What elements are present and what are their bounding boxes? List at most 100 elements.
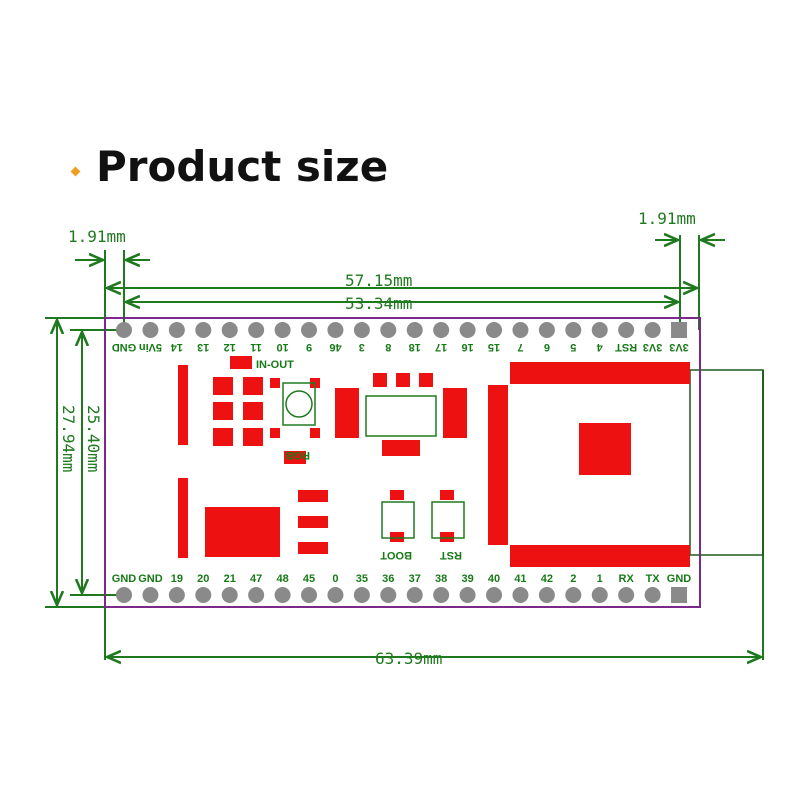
- top-pin-label: 5: [570, 341, 576, 353]
- bottom-pin-pad: [327, 587, 344, 603]
- top-pin-pad: [274, 322, 291, 338]
- top-pin-pad: [512, 322, 529, 338]
- bottom-pin-label: 35: [356, 573, 368, 585]
- rst-button: [431, 501, 465, 539]
- bottom-pin-label: GND: [667, 573, 692, 585]
- bottom-pin-label: 19: [171, 573, 183, 585]
- bottom-pin-label: 39: [461, 573, 473, 585]
- top-pin-pad: [301, 322, 318, 338]
- top-pin-pad: [618, 322, 635, 338]
- bottom-pin-pad: [142, 587, 159, 603]
- top-pin-pad: [644, 322, 661, 338]
- bottom-pin-pad: [195, 587, 212, 603]
- top-pin-pad: [459, 322, 476, 338]
- dim-total-length: 63.39mm: [375, 649, 442, 668]
- top-pin-pad: [195, 322, 212, 338]
- top-pin-pad: [538, 322, 555, 338]
- bottom-pin-label: RX: [619, 573, 635, 585]
- bottom-pin-label: 0: [332, 573, 338, 585]
- top-pin-pad: [406, 322, 423, 338]
- bottom-pin-pad: [512, 587, 529, 603]
- bottom-pin-pad: [538, 587, 555, 603]
- bottom-pin-pad: [116, 587, 132, 603]
- bottom-pin-label: 1: [597, 573, 603, 585]
- dim-board-width: 27.94mm: [59, 405, 78, 472]
- bottom-pin-label: 45: [303, 573, 315, 585]
- in-out-label: IN-OUT: [256, 359, 294, 371]
- dim-pin-span: 57.15mm: [345, 271, 412, 290]
- bottom-pin-pad: [301, 587, 318, 603]
- bottom-pin-pad: [353, 587, 370, 603]
- crystal-outline: [365, 395, 437, 437]
- dim-right-margin: 1.91mm: [638, 209, 696, 228]
- bottom-pin-label: GND: [112, 573, 137, 585]
- top-pin-label: 11: [250, 341, 262, 353]
- bottom-pin-pad: [168, 587, 185, 603]
- bottom-pin-pad: [591, 587, 608, 603]
- bottom-pin-label: 21: [224, 573, 236, 585]
- top-pin-pad: [565, 322, 582, 338]
- top-pin-label: 4: [596, 341, 603, 353]
- top-pin-label: 6: [544, 341, 550, 353]
- top-pin-label: 15: [488, 341, 500, 353]
- bottom-pin-pad: [274, 587, 291, 603]
- bottom-pin-pad: [486, 587, 503, 603]
- top-pin-label: 10: [276, 341, 288, 353]
- bottom-pin-label: 42: [541, 573, 553, 585]
- bottom-pin-pad: [671, 587, 688, 603]
- top-pin-pad: [168, 322, 185, 338]
- top-pin-label: 7: [517, 341, 523, 353]
- bottom-pin-pad: [644, 587, 661, 603]
- bottom-pin-label: 41: [514, 573, 526, 585]
- boot-label: BOOT: [380, 549, 412, 561]
- boot-button: [381, 501, 415, 539]
- dim-inner-span: 53.34mm: [345, 294, 412, 313]
- top-pin-label: 5Vin: [139, 341, 162, 353]
- bottom-pin-pad: [565, 587, 582, 603]
- dimension-lines: [45, 235, 764, 660]
- top-pin-label: 13: [197, 341, 209, 353]
- top-pin-pad: [221, 322, 238, 338]
- top-pin-label: 14: [170, 341, 183, 353]
- top-pin-label: 12: [224, 341, 236, 353]
- bottom-pin-label: 48: [276, 573, 288, 585]
- top-pin-label: 3V3: [643, 341, 663, 353]
- module-antenna-outline: [689, 369, 764, 556]
- top-pin-pad: [353, 322, 370, 338]
- top-pin-label: 9: [306, 341, 312, 353]
- page-title: Product size: [96, 142, 389, 191]
- top-pin-pad: [671, 322, 688, 338]
- bottom-pin-pad: [433, 587, 450, 603]
- top-pin-label: GND: [112, 341, 137, 353]
- dim-row-spacing: 25.40mm: [84, 405, 103, 472]
- bottom-pin-label: TX: [646, 573, 661, 585]
- bottom-pin-pad: [459, 587, 476, 603]
- top-pin-label: RST: [615, 341, 637, 353]
- bottom-pin-pad: [380, 587, 397, 603]
- bottom-pin-label: 47: [250, 573, 262, 585]
- top-pin-pad: [142, 322, 159, 338]
- top-pin-label: 16: [461, 341, 473, 353]
- top-pin-pad: [327, 322, 344, 338]
- rgb-label: RGB: [286, 449, 311, 461]
- top-pin-pad: [380, 322, 397, 338]
- top-pin-pad: [116, 322, 132, 338]
- bottom-pin-pad: [618, 587, 635, 603]
- top-pin-pad: [486, 322, 503, 338]
- bottom-pin-label: GND: [138, 573, 163, 585]
- bottom-pin-pad: [221, 587, 238, 603]
- bottom-pin-label: 40: [488, 573, 500, 585]
- top-pin-label: 17: [435, 341, 447, 353]
- components: [178, 356, 690, 567]
- bottom-pin-pad: [248, 587, 265, 603]
- board-outline: [104, 317, 701, 608]
- top-pin-pad: [591, 322, 608, 338]
- top-pin-label: 46: [329, 341, 341, 353]
- top-pin-pad: [433, 322, 450, 338]
- button-rgb-led: [282, 382, 316, 426]
- rst-label: RST: [440, 549, 462, 561]
- bottom-pin-pad: [406, 587, 423, 603]
- top-pin-label: 8: [385, 341, 391, 353]
